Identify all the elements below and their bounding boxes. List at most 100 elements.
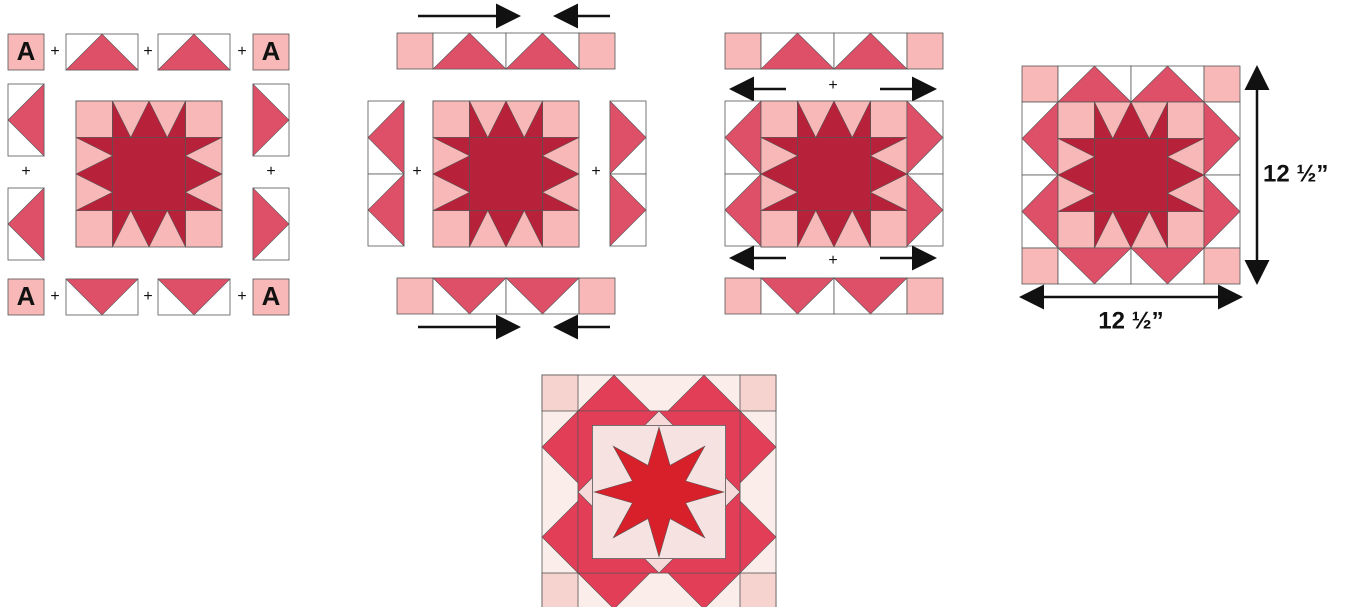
flying-geese-unit	[761, 278, 834, 314]
corner-square	[76, 101, 113, 138]
flying-geese-unit	[1131, 66, 1204, 102]
square-a-label: A	[262, 38, 281, 66]
flying-geese-unit	[506, 278, 579, 314]
panel-finished-block: 12 ½”12 ½”	[1022, 66, 1328, 334]
star-center	[470, 138, 543, 211]
star-center	[798, 138, 871, 211]
flying-geese-unit	[1058, 66, 1131, 102]
corner-square	[186, 101, 223, 138]
flying-geese-unit	[1022, 102, 1058, 175]
plus-sign: +	[266, 163, 275, 180]
photo-corner-square	[740, 573, 776, 607]
flying-geese-unit	[1204, 102, 1240, 175]
square-a: A	[8, 34, 44, 70]
plus-sign: +	[237, 43, 246, 60]
corner-square	[433, 211, 470, 248]
panel-step-1: A + + + A + + A + + + A	[8, 34, 289, 315]
star-block	[1058, 102, 1204, 248]
plus-sign: +	[143, 43, 152, 60]
corner-square	[397, 278, 433, 314]
photo-corner-square	[740, 375, 776, 411]
corner-square	[1168, 212, 1205, 249]
flying-geese-unit	[1131, 248, 1204, 284]
corner-square	[907, 278, 943, 314]
flying-geese-unit	[253, 84, 289, 156]
flying-geese-unit	[834, 33, 907, 69]
flying-geese-unit	[433, 278, 506, 314]
corner-square	[761, 101, 798, 138]
star-block	[761, 101, 907, 247]
corner-square	[871, 211, 908, 248]
plus-sign: +	[50, 288, 59, 305]
plus-sign: +	[237, 288, 246, 305]
corner-square	[1058, 102, 1095, 139]
corner-square	[397, 33, 433, 69]
flying-geese-unit	[907, 174, 943, 246]
flying-geese-unit	[66, 279, 138, 315]
flying-geese-unit	[1058, 248, 1131, 284]
plus-sign: +	[828, 77, 837, 94]
plus-sign: +	[21, 163, 30, 180]
flying-geese-unit	[8, 188, 44, 260]
square-a: A	[253, 279, 289, 315]
corner-square	[543, 211, 580, 248]
plus-sign: +	[591, 163, 600, 180]
flying-geese-unit	[834, 278, 907, 314]
corner-square	[1022, 248, 1058, 284]
flying-geese-unit	[158, 34, 230, 70]
corner-square	[543, 101, 580, 138]
corner-square	[871, 101, 908, 138]
corner-square	[433, 101, 470, 138]
corner-square	[1168, 102, 1205, 139]
flying-geese-unit	[725, 174, 761, 246]
flying-geese-unit	[506, 33, 579, 69]
corner-square	[186, 211, 223, 248]
star-center	[113, 138, 186, 211]
flying-geese-unit	[907, 101, 943, 174]
corner-square	[725, 278, 761, 314]
panel-step-3: ++	[725, 33, 943, 314]
flying-geese-unit	[368, 101, 404, 174]
corner-square	[579, 33, 615, 69]
flying-geese-unit	[1022, 175, 1058, 248]
square-a-label: A	[17, 38, 36, 66]
square-a-label: A	[17, 283, 36, 311]
corner-square	[907, 33, 943, 69]
corner-square	[1058, 212, 1095, 249]
star-center	[1095, 139, 1168, 212]
corner-square	[761, 211, 798, 248]
plus-sign: +	[828, 252, 837, 269]
square-a-label: A	[262, 283, 281, 311]
flying-geese-unit	[610, 174, 646, 246]
flying-geese-unit	[761, 33, 834, 69]
star-block	[76, 101, 222, 247]
square-a: A	[253, 34, 289, 70]
flying-geese-unit	[368, 174, 404, 246]
corner-square	[725, 33, 761, 69]
corner-square	[76, 211, 113, 248]
photo-star	[594, 427, 724, 557]
corner-square	[1204, 248, 1240, 284]
flying-geese-unit	[158, 279, 230, 315]
flying-geese-unit	[433, 33, 506, 69]
corner-square	[1204, 66, 1240, 102]
corner-square	[579, 278, 615, 314]
photo-corner-square	[542, 573, 578, 607]
photo-corner-square	[542, 375, 578, 411]
flying-geese-unit	[725, 101, 761, 174]
corner-square	[1022, 66, 1058, 102]
width-dimension-label: 12 ½”	[1098, 307, 1163, 334]
panel-step-2: ++	[368, 16, 646, 327]
finished-block-photo	[542, 375, 776, 607]
flying-geese-unit	[253, 188, 289, 260]
plus-sign: +	[412, 163, 421, 180]
star-block	[433, 101, 579, 247]
flying-geese-unit	[610, 101, 646, 174]
flying-geese-unit	[66, 34, 138, 70]
plus-sign: +	[50, 43, 59, 60]
flying-geese-unit	[1204, 175, 1240, 248]
flying-geese-unit	[8, 84, 44, 156]
square-a: A	[8, 279, 44, 315]
plus-sign: +	[143, 288, 152, 305]
